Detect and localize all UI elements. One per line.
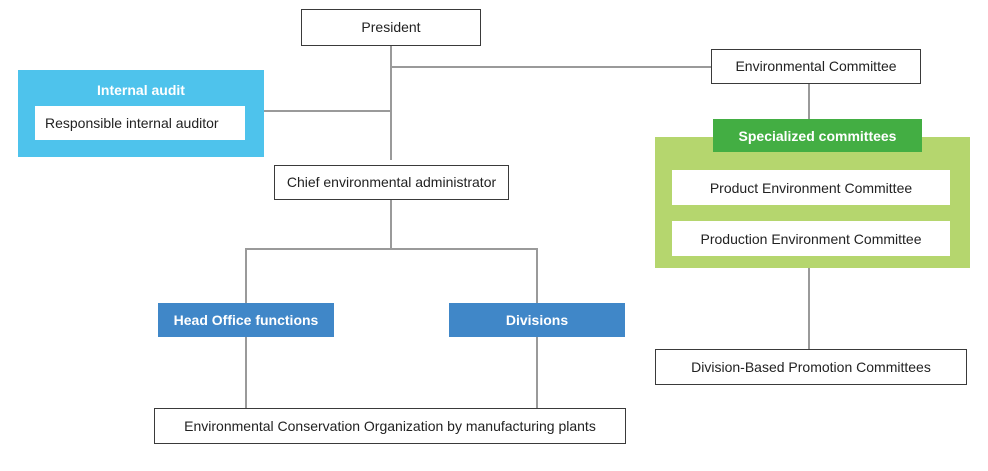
node-chief-environmental-administrator[interactable]: Chief environmental administrator (274, 165, 509, 200)
node-divisions[interactable]: Divisions (449, 303, 625, 337)
node-environmental-conservation-organization-label: Environmental Conservation Organization … (184, 417, 596, 434)
connector-divisions-to-conservation-org (536, 336, 538, 409)
node-environmental-committee-label: Environmental Committee (735, 58, 897, 75)
internal-audit-title-label: Internal audit (97, 82, 185, 98)
panel-internal-audit-title: Internal audit (18, 78, 264, 102)
node-head-office-functions-label: Head Office functions (173, 311, 319, 328)
node-environmental-conservation-organization[interactable]: Environmental Conservation Organization … (154, 408, 626, 444)
connector-president-to-environmental-committee (390, 66, 712, 68)
node-responsible-internal-auditor-label: Responsible internal auditor (45, 115, 219, 131)
connector-chief-admin-bus (245, 248, 538, 250)
connector-president-stem (390, 45, 392, 160)
connector-bus-to-divisions (536, 248, 538, 304)
node-production-environment-committee[interactable]: Production Environment Committee (672, 221, 950, 256)
node-president[interactable]: President (301, 9, 481, 46)
node-president-label: President (361, 19, 421, 36)
connector-specialized-to-division-promotion (808, 268, 810, 350)
panel-specialized-committees-title: Specialized committees (713, 119, 922, 152)
connector-environmental-committee-stem (808, 83, 810, 121)
node-divisions-label: Divisions (505, 311, 569, 328)
node-division-based-promotion-committees[interactable]: Division-Based Promotion Committees (655, 349, 967, 385)
node-head-office-functions[interactable]: Head Office functions (158, 303, 334, 337)
connector-chief-admin-stem (390, 199, 392, 249)
node-environmental-committee[interactable]: Environmental Committee (711, 49, 921, 84)
node-production-environment-committee-label: Production Environment Committee (700, 230, 922, 247)
node-responsible-internal-auditor[interactable]: Responsible internal auditor (35, 106, 245, 140)
specialized-committees-title-label: Specialized committees (738, 127, 897, 144)
connector-bus-to-head-office (245, 248, 247, 304)
node-division-based-promotion-committees-label: Division-Based Promotion Committees (691, 358, 931, 375)
node-product-environment-committee-label: Product Environment Committee (709, 179, 913, 196)
connector-president-to-internal-audit (263, 110, 392, 112)
node-chief-environmental-administrator-label: Chief environmental administrator (286, 174, 497, 191)
connector-head-office-to-conservation-org (245, 336, 247, 409)
node-product-environment-committee[interactable]: Product Environment Committee (672, 170, 950, 205)
